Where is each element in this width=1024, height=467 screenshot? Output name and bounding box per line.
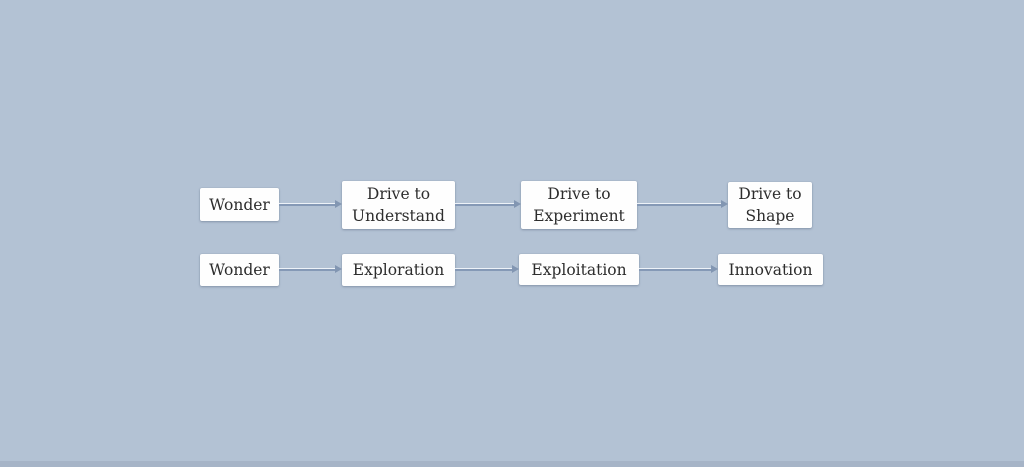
arrow-line — [279, 267, 337, 271]
flow-arrow-wonder-to-exploration — [279, 265, 342, 274]
flow-arrow-understand-to-experiment — [455, 200, 521, 209]
flow-node-drive-to-shape: Drive to Shape — [728, 182, 812, 228]
flow-arrow-experiment-to-shape — [637, 200, 728, 209]
flow-arrow-exploration-to-exploitation — [455, 265, 519, 274]
flow-arrow-exploitation-to-innovation — [639, 265, 718, 274]
flow-arrow-wonder-to-understand — [279, 200, 342, 209]
bottom-edge-strip — [0, 461, 1024, 467]
flow-node-drive-to-understand: Drive to Understand — [342, 181, 455, 229]
arrow-head-icon — [335, 265, 342, 273]
arrow-head-icon — [721, 200, 728, 208]
flow-node-exploitation: Exploitation — [519, 254, 639, 285]
arrow-head-icon — [514, 200, 521, 208]
arrow-head-icon — [512, 265, 519, 273]
arrow-head-icon — [711, 265, 718, 273]
flow-node-innovation: Innovation — [718, 254, 823, 285]
arrow-line — [455, 267, 514, 271]
flow-node-wonder-row1: Wonder — [200, 188, 279, 221]
arrow-line — [455, 202, 516, 206]
arrow-line — [637, 202, 723, 206]
arrow-line — [639, 267, 713, 271]
flow-node-drive-to-experiment: Drive to Experiment — [521, 181, 637, 229]
flow-node-exploration: Exploration — [342, 254, 455, 286]
arrow-head-icon — [335, 200, 342, 208]
flow-node-wonder-row2: Wonder — [200, 254, 279, 286]
arrow-line — [279, 202, 337, 206]
